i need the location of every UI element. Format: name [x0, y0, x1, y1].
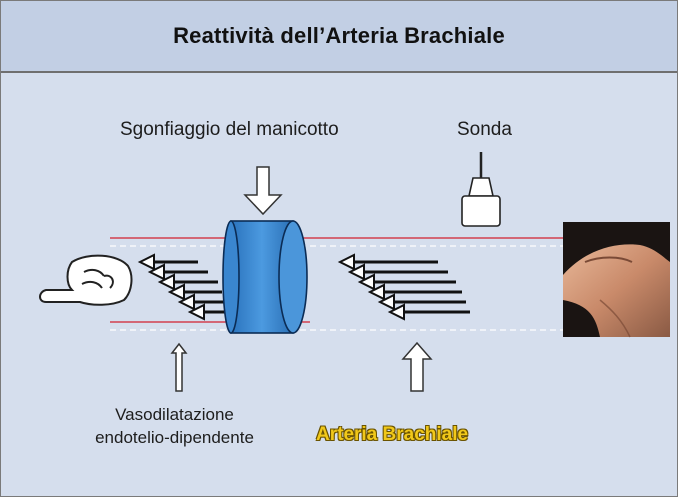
- cuff-deflation-arrow: [245, 167, 281, 214]
- artery-up-arrow: [403, 343, 431, 391]
- vessel-lines: [110, 238, 565, 330]
- brachial-artery-label: Arteria Brachiale: [316, 424, 468, 446]
- flow-arrows-left: [140, 255, 228, 319]
- hand-icon: [40, 256, 131, 305]
- cuff-deflation-label: Sgonfiaggio del manicotto: [120, 119, 339, 141]
- cuff-icon: [223, 221, 307, 333]
- probe-label: Sonda: [457, 119, 512, 141]
- vasodilation-label: Vasodilatazione endotelio-dipendente: [92, 403, 257, 449]
- ultrasound-probe-icon: [462, 152, 500, 226]
- flow-arrows-right: [340, 255, 470, 319]
- vasodilation-up-arrow: [172, 344, 186, 391]
- arm-photo: [563, 222, 670, 337]
